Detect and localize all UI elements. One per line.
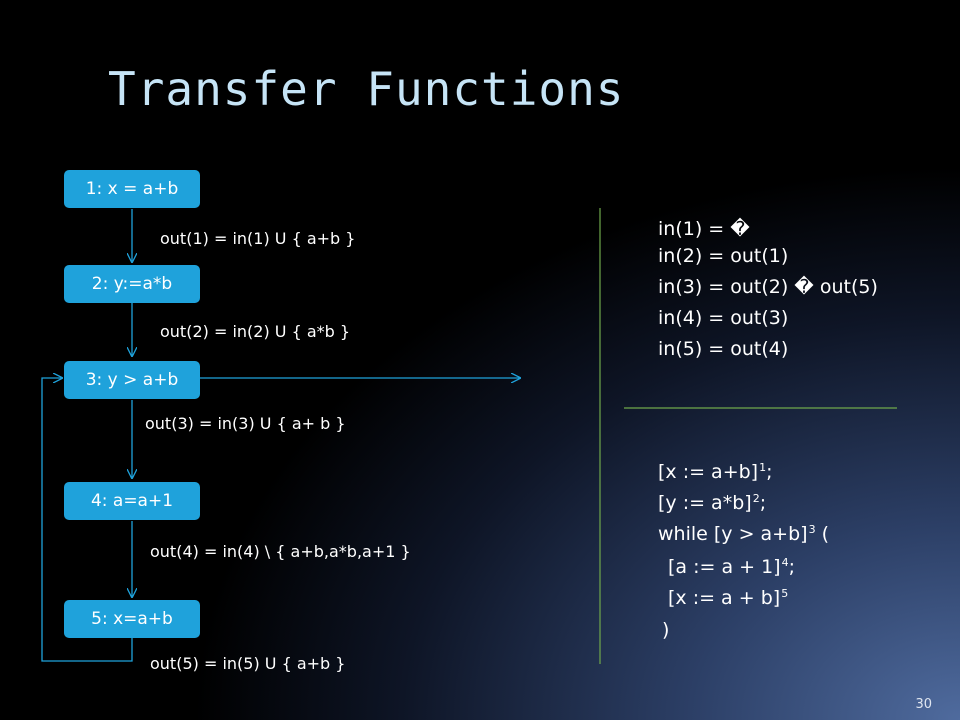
in-equation-4: in(4) = out(3) <box>658 307 789 329</box>
program-line-6: ) <box>662 619 670 641</box>
out-equation-4: out(4) = in(4) \ { a+b,a*b,a+1 } <box>150 542 411 561</box>
out-equation-2: out(2) = in(2) U { a*b } <box>160 322 351 341</box>
label-superscript: 4 <box>781 556 789 569</box>
program-line-4: [a := a + 1]4; <box>668 556 796 578</box>
in-equation-5: in(5) = out(4) <box>658 338 789 360</box>
label-superscript: 2 <box>752 492 760 505</box>
cfg-node-2: 2: y:=a*b <box>64 265 200 303</box>
program-line-5: [x := a + b]5 <box>668 587 789 609</box>
in-equation-1: in(1) = � <box>658 218 750 240</box>
cfg-node-5: 5: x=a+b <box>64 600 200 638</box>
in-equation-3: in(3) = out(2) � out(5) <box>658 276 878 298</box>
out-equation-1: out(1) = in(1) U { a+b } <box>160 229 356 248</box>
cfg-node-3: 3: y > a+b <box>64 361 200 399</box>
out-equation-5: out(5) = in(5) U { a+b } <box>150 654 346 673</box>
in-equation-2: in(2) = out(1) <box>658 245 789 267</box>
label-superscript: 3 <box>808 523 816 536</box>
label-superscript: 1 <box>759 461 767 474</box>
cfg-node-4: 4: a=a+1 <box>64 482 200 520</box>
out-equation-3: out(3) = in(3) U { a+ b } <box>145 414 346 433</box>
program-line-1: [x := a+b]1; <box>658 461 773 483</box>
page-number: 30 <box>915 697 932 712</box>
program-line-3: while [y > a+b]3 ( <box>658 523 830 545</box>
cfg-node-1: 1: x = a+b <box>64 170 200 208</box>
label-superscript: 5 <box>781 587 789 600</box>
program-line-2: [y := a*b]2; <box>658 492 767 514</box>
slide-title: Transfer Functions <box>108 62 625 116</box>
edge-5-3-loop <box>41 378 133 662</box>
